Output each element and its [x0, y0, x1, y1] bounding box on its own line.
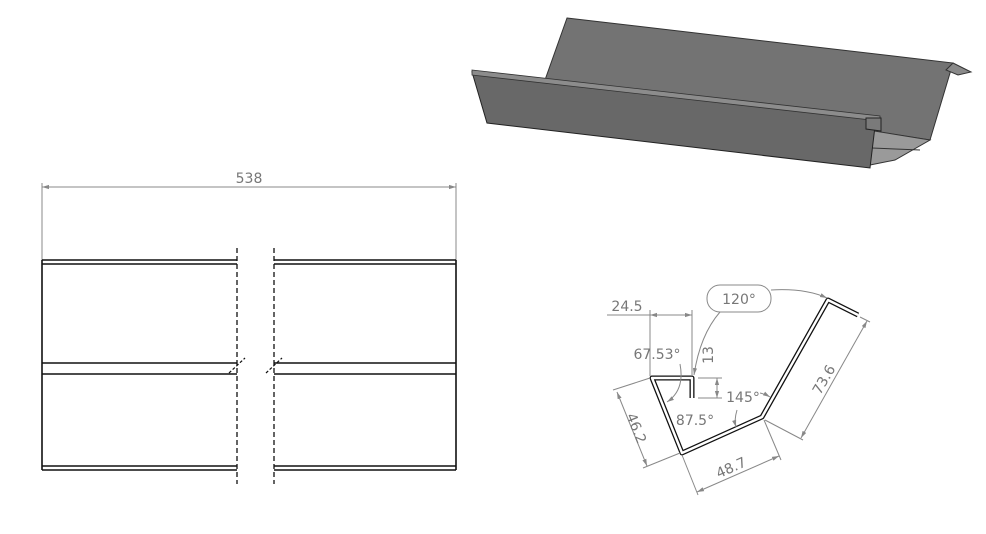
section-view: 24.5 120° 13 67.53° 87.5° 145° 46.2 48.7: [607, 284, 871, 496]
dim-base: 48.7: [714, 455, 749, 482]
front-return-lip: [865, 117, 882, 132]
dim-flange-width: 24.5: [611, 299, 642, 315]
break-mark-left: [228, 357, 246, 374]
profile-inner: [650, 298, 859, 455]
top-view: 538: [41, 171, 457, 484]
floor-edge: [871, 147, 921, 151]
dim-base-angle-left: 87.5°: [676, 413, 714, 429]
isometric-view: [471, 17, 973, 169]
angle-bubble: [706, 284, 772, 313]
dim-return-lip: 13: [701, 346, 717, 364]
break-mark-right: [265, 357, 283, 374]
dim-base-angle-right: 145°: [726, 390, 760, 406]
dim-upper-angle: 120°: [722, 292, 756, 308]
right-segment: [274, 259, 457, 471]
back-lip: [945, 62, 973, 76]
dim-right-wall: 73.6: [810, 362, 839, 397]
dim-lip-angle: 67.53°: [633, 347, 680, 363]
length-dimension-text: 538: [236, 171, 263, 187]
left-segment: [41, 259, 237, 471]
dim-side-wall: 46.2: [622, 411, 649, 446]
